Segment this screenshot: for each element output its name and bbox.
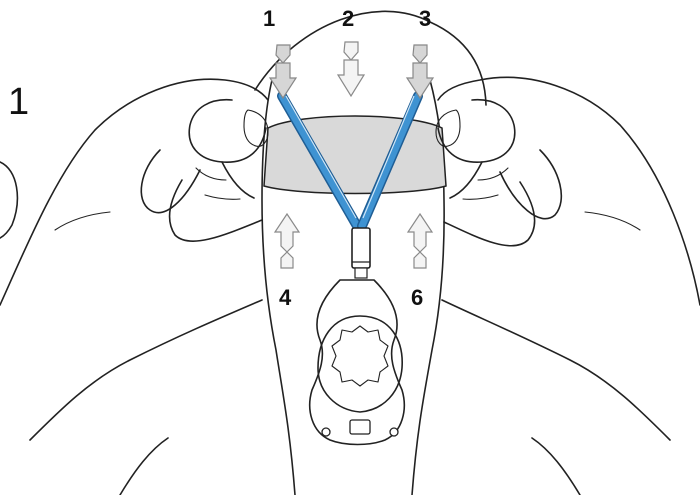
arrow-label-6: 6 <box>411 285 423 310</box>
down-arrow-3 <box>407 45 433 98</box>
up-arrow-4 <box>275 214 299 268</box>
head-strap <box>255 11 486 105</box>
down-arrow-1 <box>270 45 296 98</box>
down-arrow-2 <box>338 42 364 96</box>
cushion-band <box>264 116 446 194</box>
previous-figure-edge <box>0 162 17 238</box>
right-hand <box>436 77 700 495</box>
mask-frame <box>310 280 405 445</box>
arrow-label-1: 1 <box>263 6 275 31</box>
arrow-label-3: 3 <box>419 6 431 31</box>
buckle-connector <box>352 228 370 278</box>
arrow-label-2: 2 <box>342 6 354 31</box>
left-hand <box>0 79 268 495</box>
arrow-label-4: 4 <box>279 285 292 310</box>
step-number: 1 <box>8 81 29 123</box>
up-arrow-6 <box>408 214 432 268</box>
